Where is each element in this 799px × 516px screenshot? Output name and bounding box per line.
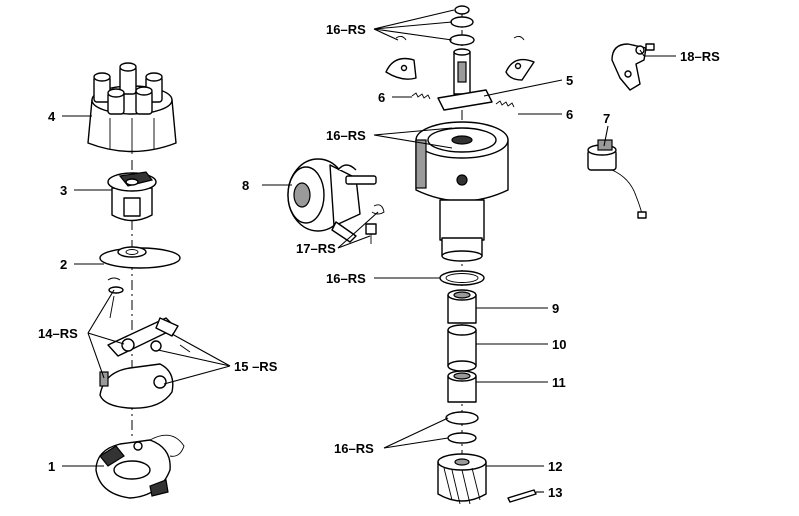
- label-part-6-left: 6: [378, 90, 385, 105]
- distributor-housing: [415, 121, 509, 262]
- label-part-16-ring: 16–RS: [326, 271, 366, 286]
- label-part-7: 7: [603, 111, 610, 126]
- label-part-10: 10: [552, 337, 566, 352]
- label-part-16-lower: 16–RS: [334, 441, 374, 456]
- bushing-10: [447, 324, 477, 372]
- label-part-16-middle: 16–RS: [326, 128, 366, 143]
- seal-ring: [439, 270, 485, 286]
- rotor: [107, 171, 157, 222]
- label-part-15: 15 –RS: [234, 359, 278, 374]
- bushing-9: [447, 289, 477, 324]
- label-part-16-top: 16–RS: [326, 22, 366, 37]
- advance-weights: [385, 57, 535, 81]
- label-part-8: 8: [242, 178, 249, 193]
- vacuum-unit-clip-and-screw: [365, 204, 385, 244]
- label-part-14: 14–RS: [38, 326, 78, 341]
- bracket-18: [611, 43, 655, 91]
- lower-washers: [445, 411, 479, 444]
- distributor-cap: [87, 62, 177, 154]
- label-part-17: 17–RS: [296, 241, 336, 256]
- top-washers: [395, 5, 525, 46]
- bushing-11: [447, 370, 477, 403]
- drive-gear: [437, 453, 487, 505]
- pin: [507, 489, 537, 503]
- label-part-5: 5: [566, 73, 573, 88]
- label-part-2: 2: [60, 257, 67, 272]
- label-part-11: 11: [552, 375, 566, 390]
- label-part-13: 13: [548, 485, 562, 500]
- breaker-plate-assembly: [99, 277, 191, 409]
- advance-springs: [411, 92, 515, 108]
- label-part-3: 3: [60, 183, 67, 198]
- condenser: [587, 139, 647, 219]
- label-part-6-right: 6: [566, 107, 573, 122]
- label-part-9: 9: [552, 301, 559, 316]
- label-part-12: 12: [548, 459, 562, 474]
- dust-shield: [99, 246, 181, 269]
- label-part-1: 1: [48, 459, 55, 474]
- label-part-4: 4: [48, 109, 56, 124]
- contact-plate: [95, 434, 185, 499]
- leader-lines: [62, 9, 676, 493]
- label-part-18: 18–RS: [680, 49, 720, 64]
- vacuum-advance-unit: [287, 158, 377, 243]
- cam-shaft: [437, 48, 493, 111]
